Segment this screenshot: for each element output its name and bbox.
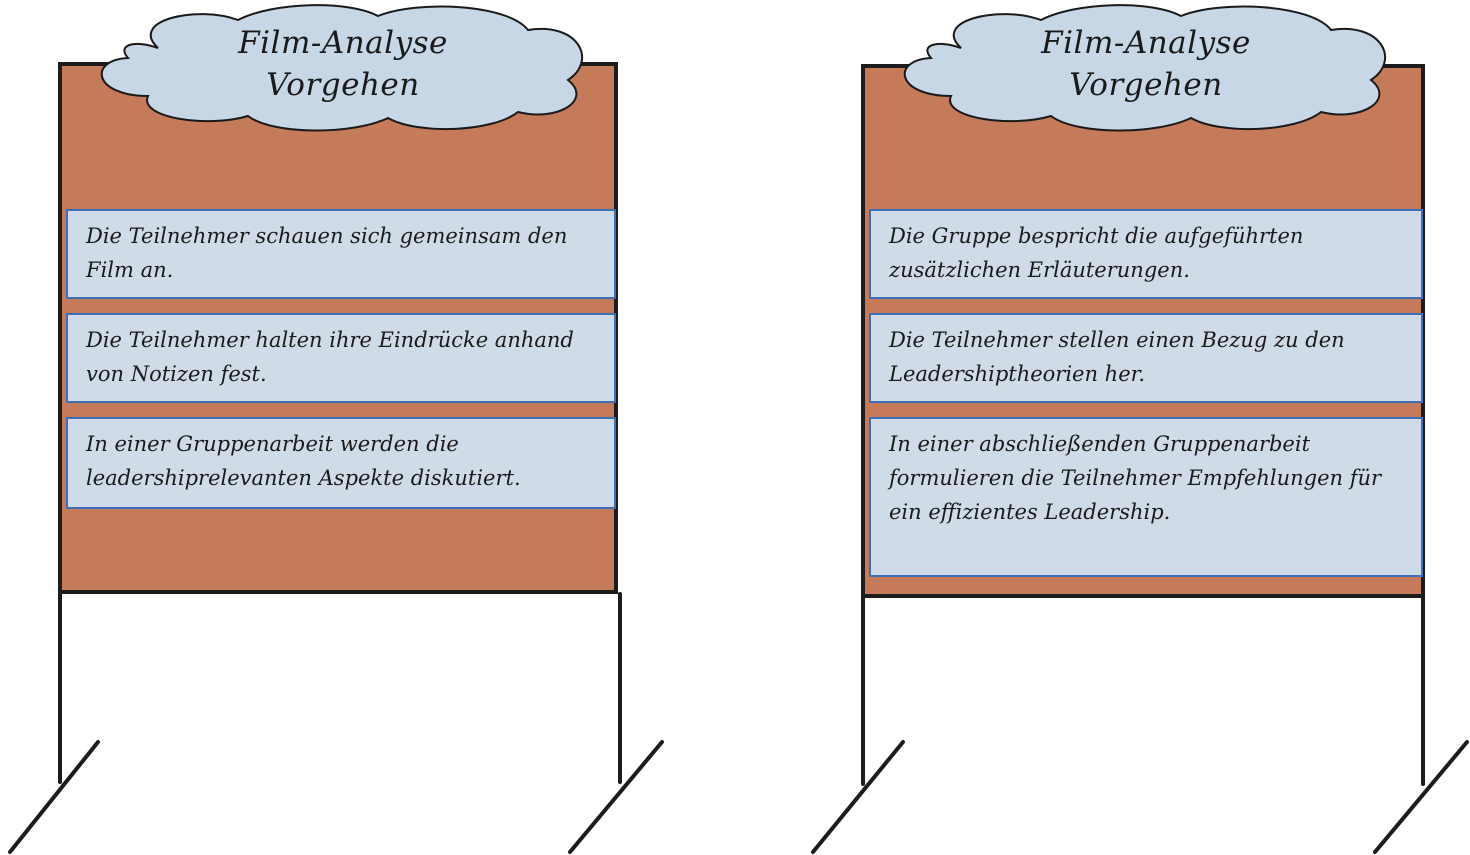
step-card: Die Teilnehmer schauen sich gemeinsam de… [66,209,616,299]
step-card: Die Teilnehmer halten ihre Eindrücke anh… [66,313,616,403]
board-title-left: Film-Analyse Vorgehen [88,22,598,106]
flipboard-left: Film-Analyse Vorgehen Die Teilnehmer sch… [0,0,720,855]
board-title-line1: Film-Analyse [238,25,448,61]
step-card: Die Teilnehmer stellen einen Bezug zu de… [869,313,1423,403]
cloud-shape-right [903,4,1387,132]
step-card: Die Gruppe bespricht die aufgeführten zu… [869,209,1423,299]
step-card: In einer Gruppenarbeit werden die leader… [66,417,616,509]
board-title-right: Film-Analyse Vorgehen [891,22,1401,106]
board-title-line1: Film-Analyse [1041,25,1251,61]
board-stand-left [8,592,664,854]
board-stand-right [811,596,1469,854]
step-card: In einer abschließenden Gruppenarbeit fo… [869,417,1423,577]
board-title-line2: Vorgehen [266,67,420,103]
board-title-line2: Vorgehen [1069,67,1223,103]
cloud-shape-left [100,4,584,132]
flipboard-right: Film-Analyse Vorgehen Die Gruppe bespric… [803,0,1470,855]
